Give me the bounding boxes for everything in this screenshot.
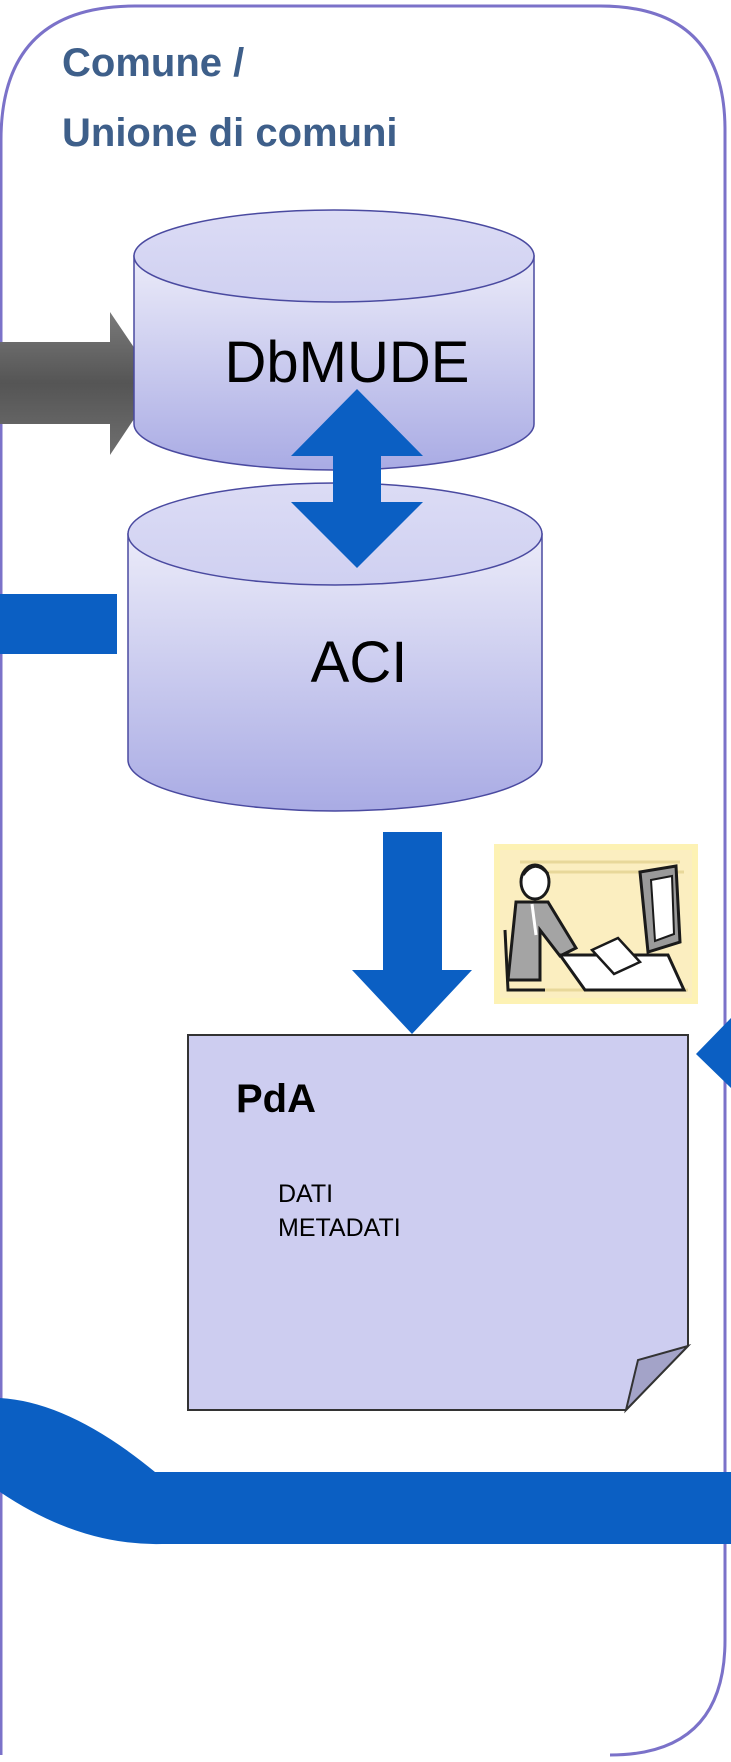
dbmude-database	[133, 209, 535, 471]
pda-document	[187, 1034, 692, 1414]
blue-connector-right	[696, 1018, 731, 1088]
container-title-line2: Unione di comuni	[62, 111, 398, 155]
container-border	[0, 4, 727, 1757]
blue-flow-band	[0, 1398, 731, 1545]
blue-connector-left	[0, 594, 117, 654]
gray-incoming-arrow	[0, 312, 158, 455]
container-title-line1: Comune /	[62, 41, 244, 85]
pda-line-dati: DATI	[278, 1180, 333, 1208]
dbmude-label: DbMUDE	[225, 330, 470, 395]
person-at-computer-icon	[494, 844, 698, 1004]
down-arrow-to-pda	[352, 832, 472, 1034]
aci-label: ACI	[311, 630, 408, 695]
pda-title: PdA	[236, 1077, 316, 1121]
bidirectional-sync-arrow	[291, 389, 423, 568]
pda-line-metadati: METADATI	[278, 1214, 401, 1242]
